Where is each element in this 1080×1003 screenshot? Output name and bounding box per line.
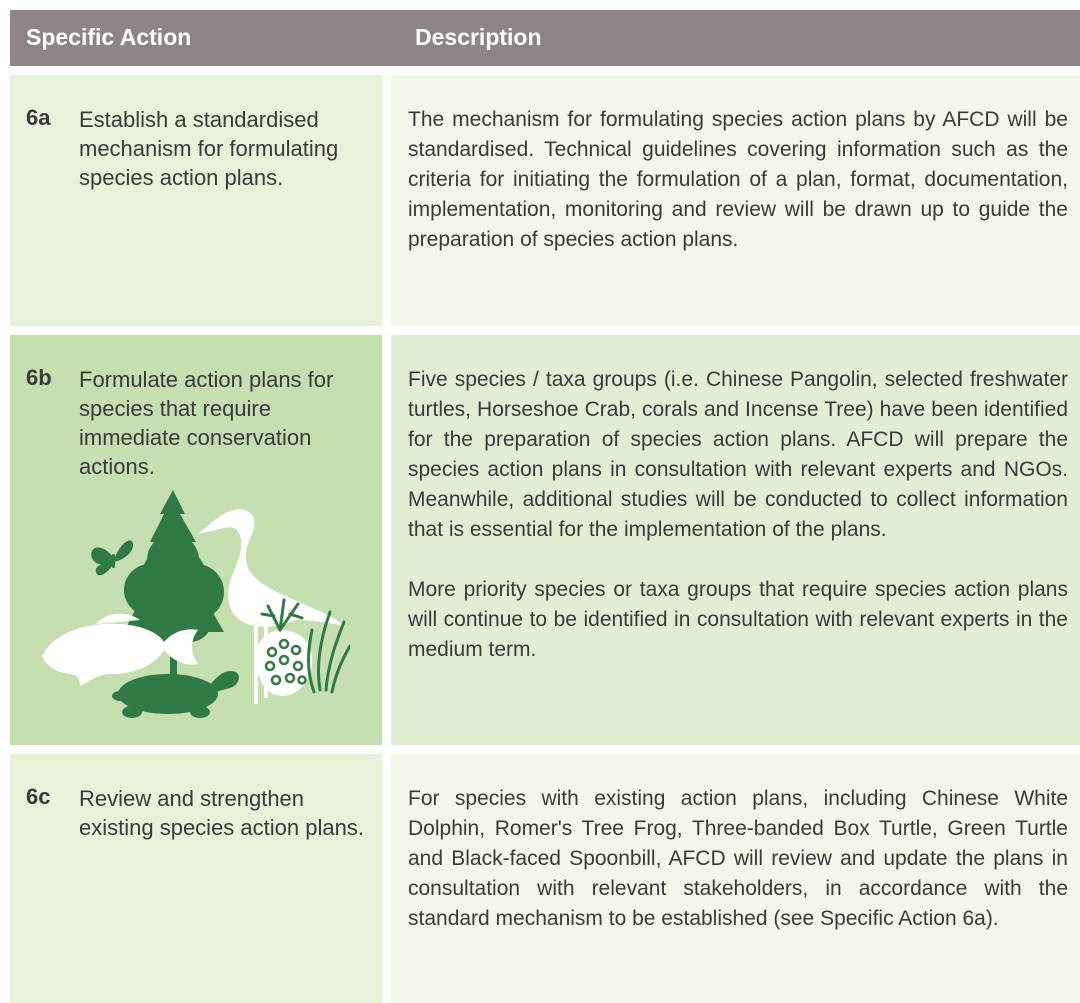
action-number: 6c xyxy=(26,784,51,809)
header-description: Description xyxy=(415,24,542,50)
action-number: 6a xyxy=(26,105,51,130)
description-text: The mechanism for formulating species ac… xyxy=(408,105,1068,255)
description-cell: For species with existing action plans, … xyxy=(391,754,1080,1003)
description-paragraph: The mechanism for formulating species ac… xyxy=(408,108,1068,251)
action-text: Formulate action plans for species that … xyxy=(79,367,334,479)
action-text: Review and strengthen existing species a… xyxy=(79,786,364,840)
action-number: 6b xyxy=(26,365,52,390)
species-illustration xyxy=(42,490,350,718)
coral-icon xyxy=(254,598,350,696)
butterfly-icon xyxy=(91,540,134,576)
turtle-icon xyxy=(112,670,239,718)
description-cell: Five species / taxa groups (i.e. Chinese… xyxy=(391,335,1080,745)
action-cell: 6c Review and strengthen existing specie… xyxy=(10,754,382,1003)
description-text: Five species / taxa groups (i.e. Chinese… xyxy=(408,365,1068,665)
description-paragraph: Five species / taxa groups (i.e. Chinese… xyxy=(408,368,1068,541)
action-table: Specific Action Description 6a Establish… xyxy=(10,10,1080,1003)
description-paragraph: For species with existing action plans, … xyxy=(408,787,1068,930)
action-text: Establish a standardised mechanism for f… xyxy=(79,107,339,190)
table-row: 6c Review and strengthen existing specie… xyxy=(10,754,1080,1003)
action-cell: 6a Establish a standardised mechanism fo… xyxy=(10,75,382,326)
table-header: Specific Action Description xyxy=(10,10,1080,66)
action-cell: 6b Formulate action plans for species th… xyxy=(10,335,382,745)
fish-icon xyxy=(42,613,198,686)
table-row: 6b Formulate action plans for species th… xyxy=(10,335,1080,745)
description-cell: The mechanism for formulating species ac… xyxy=(391,75,1080,326)
description-text: For species with existing action plans, … xyxy=(408,784,1068,934)
table-row: 6a Establish a standardised mechanism fo… xyxy=(10,75,1080,326)
description-paragraph: More priority species or taxa groups tha… xyxy=(408,578,1068,661)
header-specific-action: Specific Action xyxy=(26,24,192,50)
